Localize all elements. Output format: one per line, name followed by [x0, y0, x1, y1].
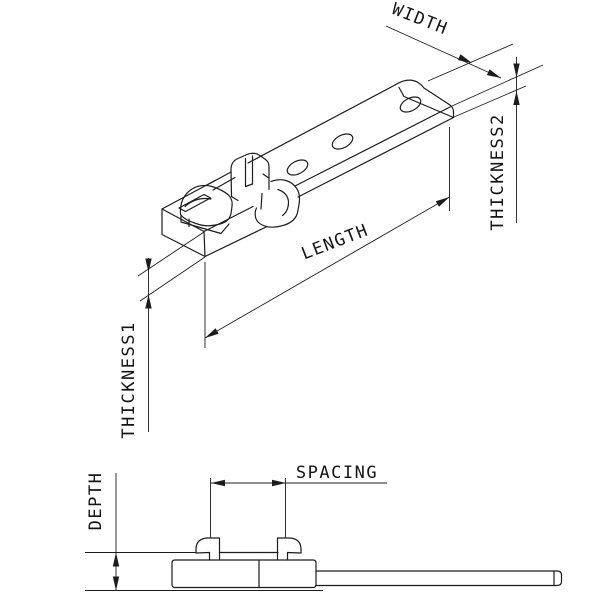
dim-thickness1: THICKNESS1: [119, 231, 206, 439]
thickness2-arrow-top: [513, 63, 520, 78]
thickness1-arrow-top: [145, 258, 152, 273]
depth-arrow-top: [112, 552, 120, 567]
dim-label-thickness2: THICKNESS2: [488, 113, 508, 230]
dim-spacing: SPACING: [210, 463, 387, 538]
strap-holes: [286, 96, 422, 176]
strap-outline: [247, 79, 455, 198]
neck-boss: [254, 179, 301, 228]
thickness1-arrow-bottom: [145, 294, 152, 309]
width-arrow-1: [457, 54, 472, 63]
thickness2-arrow-bottom: [513, 91, 520, 105]
length-arrow-1: [205, 328, 219, 338]
dim-label-depth: DEPTH: [86, 472, 106, 531]
dim-label-length: LENGTH: [299, 220, 372, 264]
side-base: [171, 559, 317, 589]
isometric-view: WIDTH THICKNESS2 LENGTH THICKNESS1: [119, 0, 544, 439]
length-arrow-2: [435, 197, 450, 207]
head-base-box: [161, 179, 268, 258]
dim-label-thickness1: THICKNESS1: [119, 321, 139, 438]
side-hooks: [195, 537, 302, 561]
saddle-bridge-iso: [206, 171, 236, 191]
side-left-hook: [195, 537, 221, 561]
depth-arrow-bottom: [112, 576, 120, 591]
dim-label-spacing: SPACING: [296, 463, 378, 483]
dim-thickness2: THICKNESS2: [453, 57, 527, 231]
left-hook-iso: [179, 184, 233, 235]
dim-width: WIDTH: [385, 0, 544, 107]
dim-length: LENGTH: [204, 127, 450, 348]
spacing-arrow-right: [272, 479, 286, 487]
side-strap: [315, 570, 563, 587]
side-view: SPACING DEPTH: [85, 463, 563, 591]
dim-depth: DEPTH: [85, 472, 323, 591]
spacing-arrow-left: [211, 479, 225, 487]
right-hook-iso: [230, 152, 270, 202]
side-right-hook: [276, 537, 302, 561]
dim-label-width: WIDTH: [389, 0, 451, 39]
width-arrow-2: [486, 69, 501, 78]
